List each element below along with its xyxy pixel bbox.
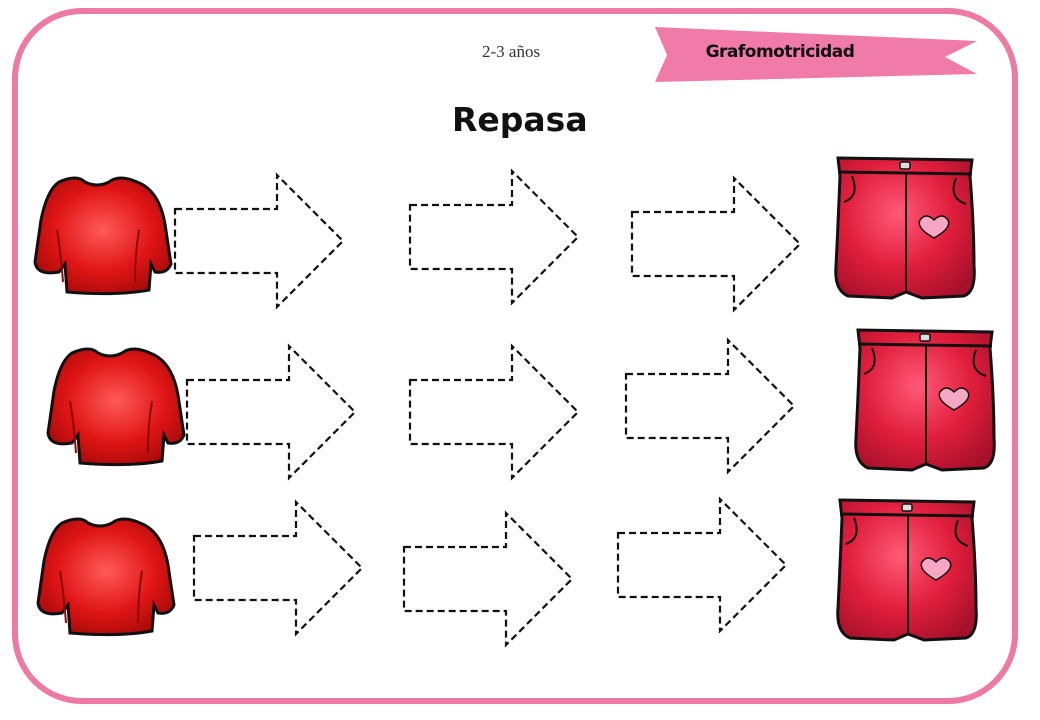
- trace-arrow[interactable]: [616, 497, 788, 633]
- sweater-icon: [33, 176, 173, 296]
- worksheet-title: Repasa: [452, 100, 588, 139]
- category-ribbon: [655, 27, 977, 82]
- category-label: Grafomotricidad: [705, 42, 855, 62]
- pants-icon: [836, 498, 978, 642]
- trace-arrow[interactable]: [624, 338, 796, 474]
- sweater-icon: [36, 517, 176, 637]
- trace-arrow[interactable]: [192, 500, 364, 636]
- trace-arrow[interactable]: [185, 344, 357, 480]
- trace-arrow[interactable]: [630, 176, 802, 312]
- sweater-icon: [46, 347, 186, 467]
- trace-arrow[interactable]: [408, 344, 580, 480]
- pants-icon: [834, 156, 976, 300]
- pants-icon: [854, 328, 996, 472]
- age-range-label: 2-3 años: [482, 42, 541, 61]
- trace-arrow[interactable]: [408, 169, 580, 305]
- trace-arrow[interactable]: [173, 173, 345, 309]
- page-frame: [12, 8, 1018, 704]
- trace-arrow[interactable]: [402, 511, 574, 647]
